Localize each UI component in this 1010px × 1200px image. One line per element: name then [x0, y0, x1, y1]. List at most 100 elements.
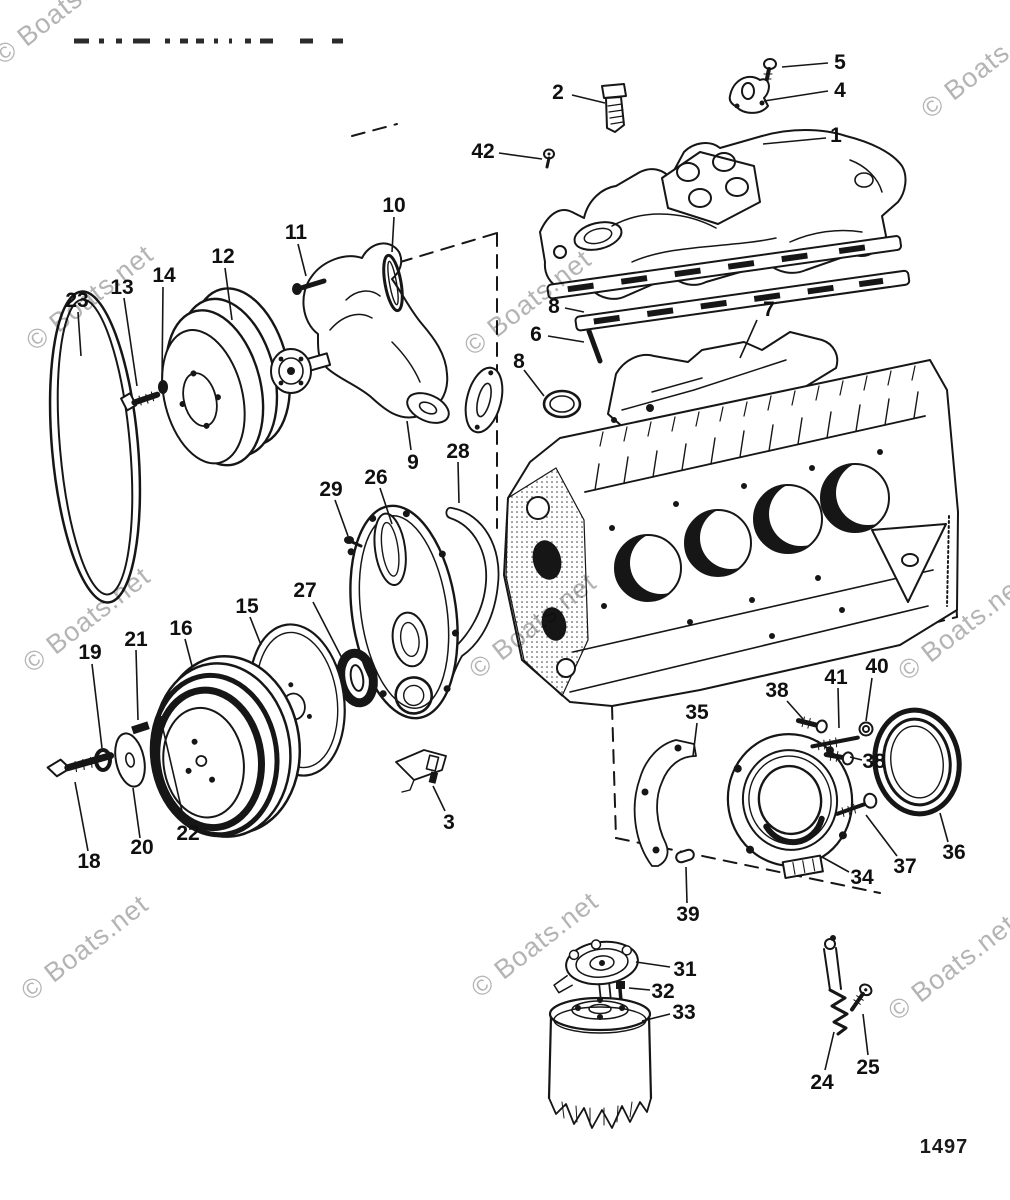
part-label-34-rear-seal-housing: 34	[850, 866, 874, 889]
leader-line-dipstick	[824, 1031, 835, 1071]
leader-line-key	[135, 649, 139, 721]
timing-cover	[347, 504, 459, 720]
part-label-3-timing-pointer: 3	[443, 811, 455, 834]
small-bolt	[543, 148, 555, 169]
leader-line-housing-bolt-long	[865, 814, 898, 857]
housing-bolt	[795, 716, 828, 734]
part-label-38-housing-bolt: 38	[862, 750, 886, 773]
part-label-33-oil-filter: 33	[672, 1001, 695, 1024]
leader-line-dipstick-bolt	[862, 1013, 869, 1056]
part-label-6-dowel-pin: 6	[530, 323, 542, 346]
part-label-42-small-bolt: 42	[471, 140, 494, 163]
leader-line-washer	[91, 663, 103, 749]
part-label-40-nut: 40	[865, 655, 888, 678]
timing-pointer	[395, 749, 447, 793]
drive-belt	[48, 290, 142, 604]
valley-baffle	[607, 331, 839, 429]
part-label-25-dipstick-bolt: 25	[856, 1056, 880, 1079]
dowel-pin-rear	[675, 848, 695, 864]
leader-line-crank-pulley	[249, 616, 262, 646]
leader-line-water-pump-pulley	[224, 267, 233, 321]
part-label-28-timing-cover-gasket: 28	[446, 440, 470, 463]
part-label-32-adapter-bolt: 32	[651, 980, 674, 1003]
leader-line-intake-gasket	[564, 307, 585, 313]
part-label-8-intake-gasket: 8	[548, 295, 560, 318]
part-label-1-intake-manifold: 1	[830, 124, 842, 147]
leader-line-valley-baffle	[739, 319, 758, 359]
key	[131, 721, 150, 735]
pulley-bolt	[120, 391, 161, 412]
leader-line-housing-bolt	[849, 756, 863, 761]
leader-line-dowel-pin	[547, 335, 585, 343]
part-label-20-balancer-washer: 20	[130, 836, 153, 859]
lift-bracket	[728, 75, 770, 114]
part-label-2-manifold-bolt: 2	[552, 81, 564, 104]
part-label-9-water-pump: 9	[407, 451, 419, 474]
leader-line-lift-bracket	[763, 90, 829, 102]
part-label-23-drive-belt: 23	[65, 289, 88, 312]
pump-bolt	[292, 278, 327, 295]
leader-line-bracket-bolt	[781, 62, 829, 68]
water-pump	[270, 242, 450, 424]
rear-seal-gasket	[633, 739, 697, 867]
leader-line-rear-main-seal	[939, 812, 949, 843]
leader-line-timing-cover	[379, 487, 393, 525]
housing-bolt-long	[835, 792, 878, 818]
balancer-washer	[114, 732, 146, 788]
o-ring	[382, 253, 404, 313]
leader-line-lockwasher	[161, 286, 164, 381]
leader-line-pump-bolt	[297, 243, 307, 277]
stud	[810, 735, 860, 751]
o-ring-seal	[542, 389, 582, 419]
part-label-24-dipstick: 24	[810, 1071, 834, 1094]
leader-line-nut	[865, 677, 873, 722]
part-label-12-water-pump-pulley: 12	[211, 245, 234, 268]
leader-line-pulley-bolt	[123, 297, 138, 387]
leader-line-o-ring-seal	[523, 369, 545, 397]
leader-line-harmonic-balancer	[184, 638, 193, 667]
leader-line-oil-filter-adapter	[635, 961, 671, 968]
dipstick-bolt	[849, 983, 873, 1012]
part-label-36-rear-main-seal: 36	[942, 841, 965, 864]
leader-line-front-seal	[312, 601, 347, 667]
leader-line-adapter-bolt	[628, 987, 651, 991]
rear-main-seal	[872, 707, 962, 817]
leader-line-pin	[162, 728, 186, 825]
leader-line-timing-cover-gasket	[457, 461, 460, 504]
leader-line-timing-pointer	[432, 785, 446, 812]
leader-line-intake-manifold	[762, 137, 827, 145]
part-label-19-washer: 19	[78, 641, 101, 664]
leader-line-cover-bolt	[334, 499, 349, 537]
leader-line-oil-filter	[641, 1013, 671, 1022]
part-label-26-timing-cover: 26	[364, 466, 387, 489]
leader-line-small-bolt	[498, 152, 543, 160]
part-label-41-stud: 41	[824, 666, 848, 689]
leader-line-drive-belt	[77, 311, 82, 357]
part-label-29-cover-bolt: 29	[319, 478, 342, 501]
oil-filter	[547, 996, 653, 1129]
part-label-4-lift-bracket: 4	[834, 79, 846, 102]
dowel-pin	[586, 328, 603, 364]
engine-block	[503, 359, 959, 707]
leader-line-rear-seal-housing	[821, 856, 850, 873]
balancer-bolt	[46, 752, 115, 778]
leader-line-manifold-bolt	[571, 94, 606, 104]
leader-line-housing-bolt	[786, 700, 804, 720]
part-label-37-housing-bolt-long: 37	[893, 855, 916, 878]
leader-line-rear-seal-gasket	[692, 722, 698, 757]
part-label-11-pump-bolt: 11	[285, 221, 308, 244]
water-pump-gasket	[464, 366, 504, 434]
cover-bolt	[344, 536, 363, 548]
part-label-38-housing-bolt: 38	[765, 679, 789, 702]
part-label-18-balancer-bolt: 18	[77, 850, 101, 873]
part-label-21-key: 21	[124, 628, 148, 651]
part-label-16-harmonic-balancer: 16	[169, 617, 192, 640]
intake-gasket-strips	[546, 235, 911, 332]
leader-line-stud	[837, 687, 840, 729]
part-label-14-lockwasher: 14	[152, 264, 176, 287]
nut	[858, 721, 874, 737]
page-number: 1497	[919, 1136, 969, 1158]
oil-filter-adapter	[553, 939, 639, 1017]
